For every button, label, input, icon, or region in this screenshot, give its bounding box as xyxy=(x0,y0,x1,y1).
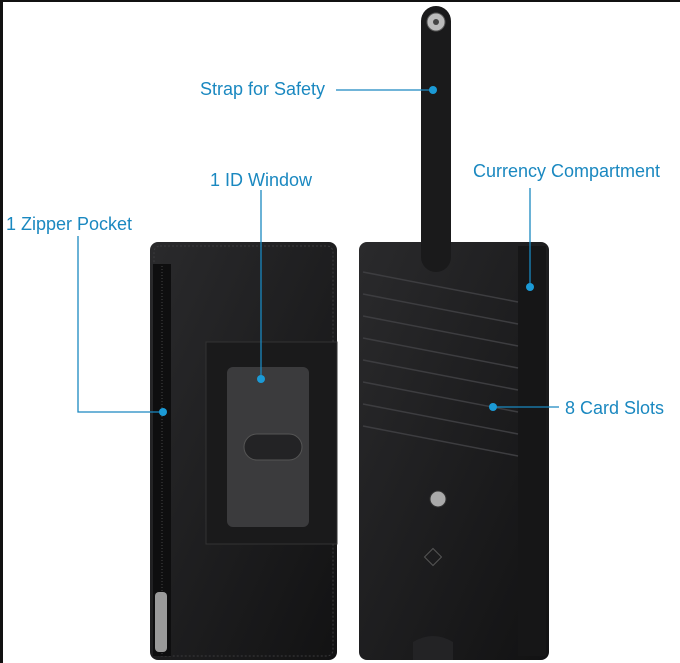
zipper-pull-icon xyxy=(155,592,167,652)
wallet-back xyxy=(359,242,549,660)
snap-button-icon xyxy=(429,490,447,508)
card-slots xyxy=(362,271,519,457)
callout-currency: Currency Compartment xyxy=(473,161,660,181)
callout-strap: Strap for Safety xyxy=(200,79,325,99)
callout-card-slots: 8 Card Slots xyxy=(565,398,664,418)
brand-logo-icon xyxy=(423,547,443,567)
wallet-front xyxy=(150,242,338,660)
callout-id-window: 1 ID Window xyxy=(210,170,313,190)
zipper-track xyxy=(153,264,171,656)
callout-lines xyxy=(77,86,559,416)
wallet-illustration: Strap for Safety 1 ID Window 1 Zipper Po… xyxy=(6,6,664,660)
callout-zipper: 1 Zipper Pocket xyxy=(6,214,132,234)
safety-strap xyxy=(421,6,451,272)
